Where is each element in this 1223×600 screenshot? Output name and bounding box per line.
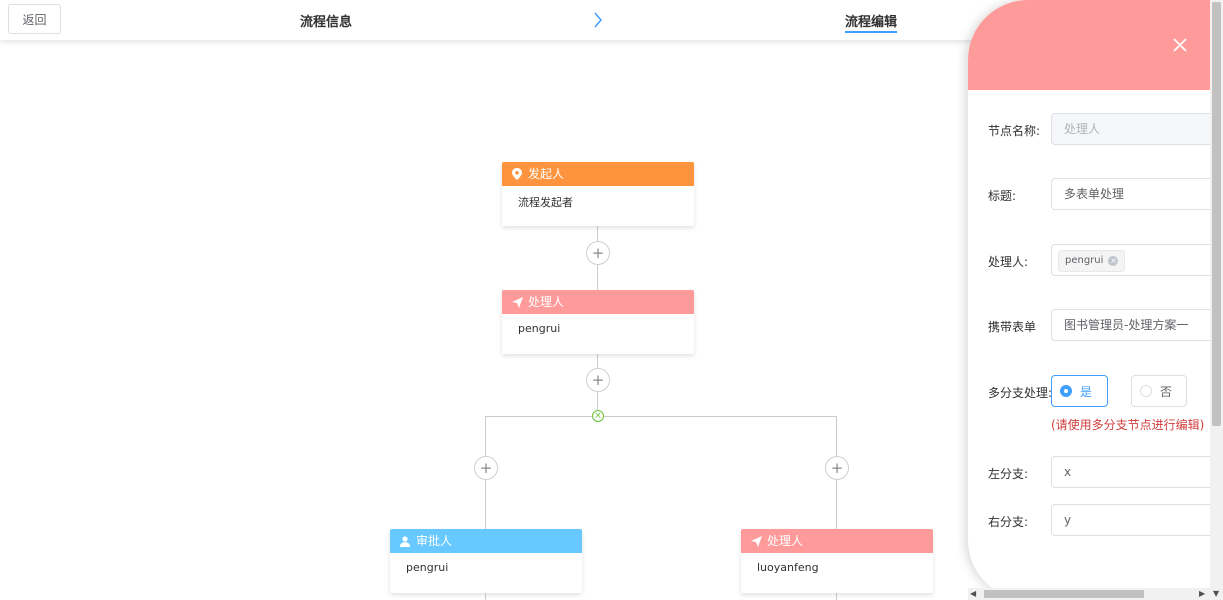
right-branch-input[interactable]: y xyxy=(1051,504,1221,536)
step-process-edit[interactable]: 流程编辑 xyxy=(845,11,898,33)
title-label: 标题: xyxy=(988,189,1017,203)
radio-no-label: 否 xyxy=(1160,384,1173,399)
handler-tag: pengrui × xyxy=(1058,250,1126,272)
node-header: 处理人 xyxy=(502,290,694,314)
node-type-label: 发起人 xyxy=(528,167,565,181)
back-button[interactable]: 返回 xyxy=(8,4,61,34)
node-initiator[interactable]: 发起人 流程发起者 xyxy=(502,162,694,226)
multi-branch-hint: (请使用多分支节点进行编辑) xyxy=(1051,418,1205,432)
send-icon xyxy=(510,295,524,309)
multi-branch-label: 多分支处理: xyxy=(988,386,1053,400)
node-name-label: 节点名称: xyxy=(988,124,1041,138)
node-content: pengrui xyxy=(406,561,449,574)
radio-yes-label: 是 xyxy=(1080,384,1093,399)
node-content: pengrui xyxy=(518,322,561,335)
add-node-button[interactable]: + xyxy=(586,241,610,265)
node-handler-right[interactable]: 处理人 luoyanfeng xyxy=(741,529,933,593)
tag-close-icon[interactable]: × xyxy=(1108,256,1119,266)
node-handler[interactable]: 处理人 pengrui xyxy=(502,290,694,354)
scroll-left-icon[interactable]: ◀ xyxy=(970,589,977,598)
send-icon xyxy=(749,534,763,548)
node-header: 处理人 xyxy=(741,529,933,553)
node-header: 审批人 xyxy=(390,529,582,553)
left-branch-label: 左分支: xyxy=(988,467,1029,481)
node-type-label: 处理人 xyxy=(528,295,565,309)
left-branch-input[interactable]: x xyxy=(1051,456,1221,488)
radio-no[interactable]: 否 xyxy=(1131,375,1187,407)
add-node-button[interactable]: + xyxy=(586,368,610,392)
form-select[interactable]: 图书管理员-处理方案一 xyxy=(1051,309,1221,341)
form-label: 携带表单 xyxy=(988,320,1037,334)
node-content: 流程发起者 xyxy=(518,196,573,209)
scroll-down-icon[interactable]: ▼ xyxy=(1213,589,1220,598)
add-node-button[interactable]: + xyxy=(474,456,498,480)
handler-select[interactable]: pengrui × xyxy=(1051,244,1221,276)
connector-line xyxy=(485,592,486,600)
node-content: luoyanfeng xyxy=(757,561,819,574)
horizontal-scrollbar-thumb[interactable] xyxy=(984,590,1144,598)
title-input[interactable]: 多表单处理 xyxy=(1051,178,1221,210)
node-name-input[interactable]: 处理人 xyxy=(1051,113,1221,145)
radio-checked-icon xyxy=(1060,385,1072,397)
node-settings-drawer: 节点名称: 处理人 标题: 多表单处理 处理人: pengrui × 携带表单 … xyxy=(968,0,1223,600)
handler-label: 处理人: xyxy=(988,255,1029,269)
add-node-button[interactable]: + xyxy=(825,456,849,480)
chevron-right-icon xyxy=(594,12,602,28)
radio-yes[interactable]: 是 xyxy=(1051,375,1108,407)
branch-close-icon[interactable]: × xyxy=(592,410,604,422)
vertical-scrollbar-thumb[interactable] xyxy=(1212,2,1221,426)
radio-unchecked-icon xyxy=(1140,385,1152,397)
right-branch-label: 右分支: xyxy=(988,515,1029,529)
node-type-label: 审批人 xyxy=(416,534,453,548)
node-type-label: 处理人 xyxy=(767,534,804,548)
close-icon[interactable] xyxy=(1172,37,1188,53)
connector-line xyxy=(836,592,837,600)
handler-tag-label: pengrui xyxy=(1065,255,1104,266)
node-approver[interactable]: 审批人 pengrui xyxy=(390,529,582,593)
drawer-header xyxy=(968,0,1223,90)
user-icon xyxy=(398,534,412,548)
node-header: 发起人 xyxy=(502,162,694,186)
scroll-right-icon[interactable]: ▶ xyxy=(1199,589,1206,598)
step-process-info[interactable]: 流程信息 xyxy=(300,15,353,30)
branch-line xyxy=(485,416,837,417)
location-pin-icon xyxy=(510,167,524,181)
